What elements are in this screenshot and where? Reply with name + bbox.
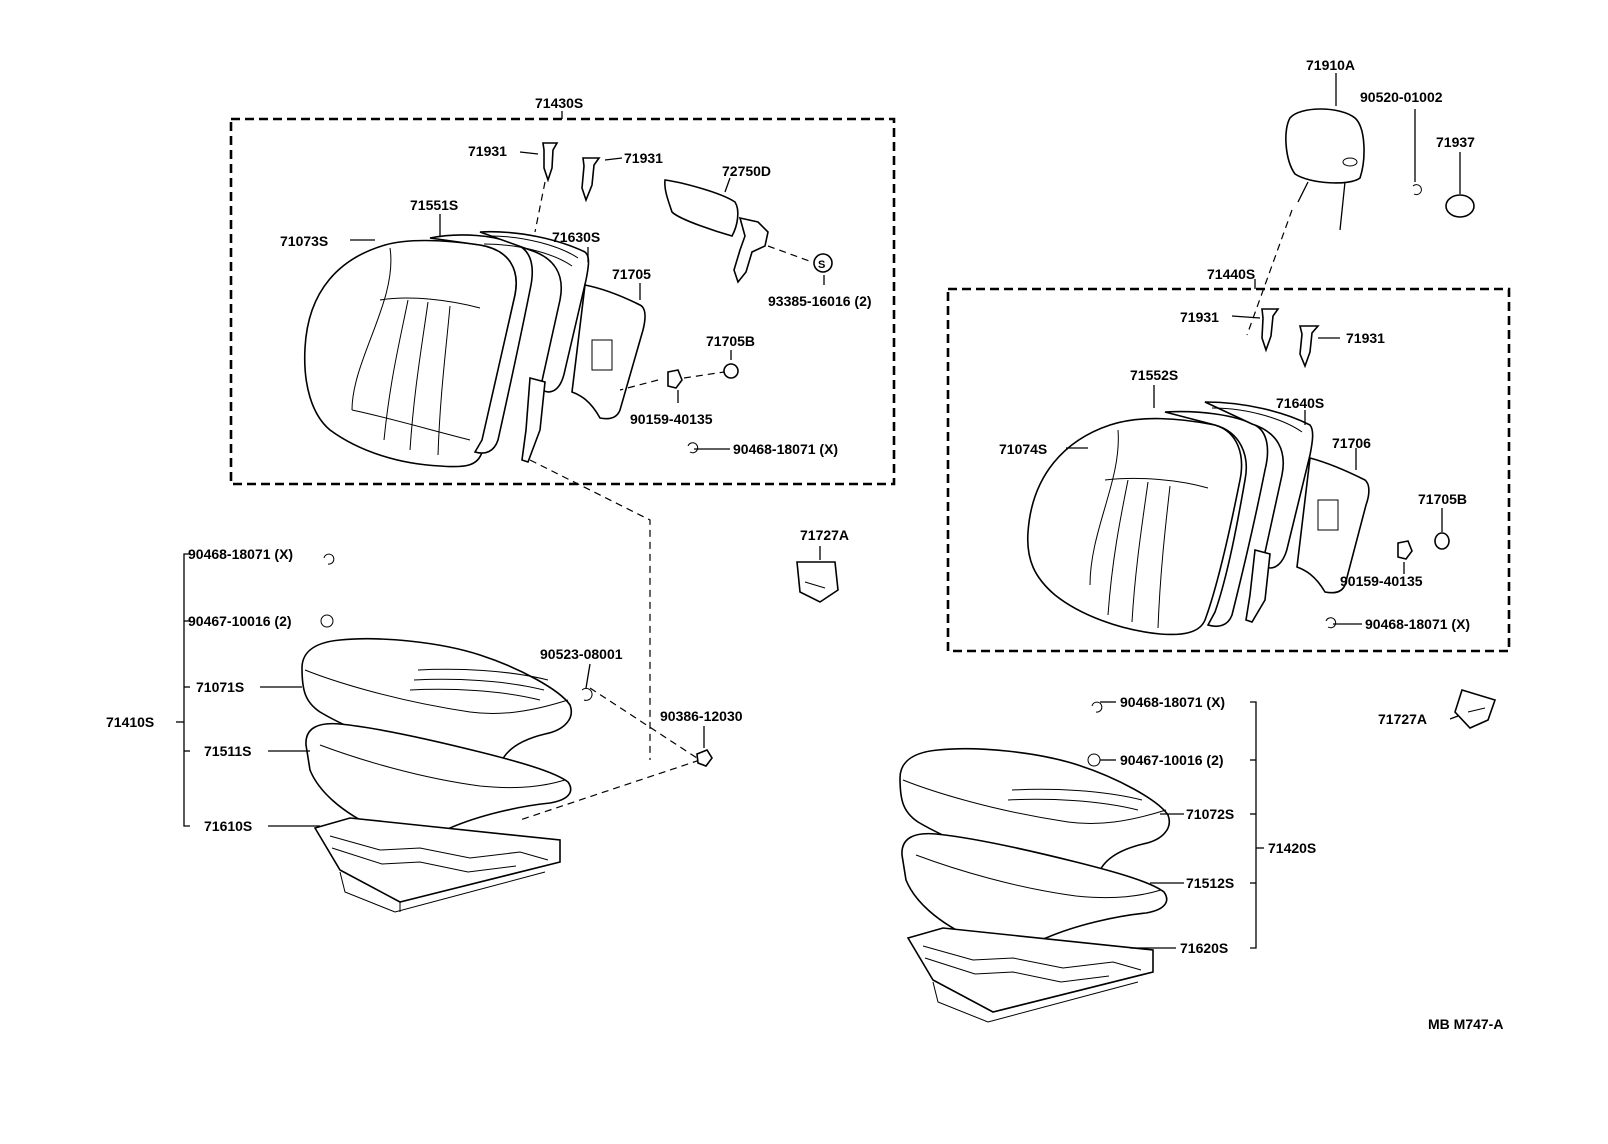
label-90523-08001: 90523-08001 xyxy=(540,646,623,662)
label-90386-12030: 90386-12030 xyxy=(660,708,743,724)
label-71931-front-left: 71931 xyxy=(468,143,507,159)
label-90159-40135-front: 90159-40135 xyxy=(630,411,713,427)
rear-guide-right xyxy=(1298,325,1320,369)
label-71552S: 71552S xyxy=(1130,367,1178,383)
label-71420S: 71420S xyxy=(1268,840,1316,856)
label-71640S: 71640S xyxy=(1276,395,1324,411)
label-90520-01002: 90520-01002 xyxy=(1360,89,1443,105)
headrest-clip xyxy=(1412,109,1422,196)
label-90468-18071-right-cushion: 90468-18071 (X) xyxy=(1120,694,1225,710)
rear-seatback-board xyxy=(1296,456,1370,594)
label-71931-rear-right: 71931 xyxy=(1346,330,1385,346)
label-71931-front-right: 71931 xyxy=(624,150,663,166)
recliner-assembly xyxy=(664,179,769,284)
rear-clip-and-screw xyxy=(1325,532,1450,629)
s-mark: S xyxy=(813,253,833,273)
rear-seatback-frame xyxy=(1204,401,1314,623)
label-71706: 71706 xyxy=(1332,435,1371,451)
label-71931-rear-left: 71931 xyxy=(1180,309,1219,325)
label-71512S: 71512S xyxy=(1186,875,1234,891)
right-cushion-frame xyxy=(906,927,1154,1023)
rear-seatback-assembly-box xyxy=(946,287,1511,653)
front-seatback-frame xyxy=(479,230,590,464)
diagram-code: MB M747-A xyxy=(1428,1016,1503,1032)
headrest xyxy=(1285,108,1365,231)
label-90468-18071-left-cushion: 90468-18071 (X) xyxy=(188,546,293,562)
label-71620S: 71620S xyxy=(1180,940,1228,956)
label-71910A: 71910A xyxy=(1306,57,1355,73)
label-71511S: 71511S xyxy=(204,743,252,759)
left-cushion-clips xyxy=(320,553,335,628)
right-cushion-clips xyxy=(1087,701,1103,767)
label-71937: 71937 xyxy=(1436,134,1475,150)
label-71551S: 71551S xyxy=(410,197,458,213)
label-71705: 71705 xyxy=(612,266,651,282)
headrest-cap xyxy=(1445,194,1475,218)
label-71705B-rear: 71705B xyxy=(1418,491,1467,507)
front-seatback-assembly-box xyxy=(229,117,896,486)
front-seatback-board xyxy=(571,284,646,420)
cover-cap-left xyxy=(796,561,839,603)
label-90159-40135-rear: 90159-40135 xyxy=(1340,573,1423,589)
front-clip-and-screw xyxy=(667,363,739,454)
label-71610S: 71610S xyxy=(204,818,252,834)
label-72750D: 72750D xyxy=(722,163,771,179)
label-71440S: 71440S xyxy=(1207,266,1255,282)
label-71727A-left: 71727A xyxy=(800,527,849,543)
rear-guide-left xyxy=(1261,308,1280,353)
s-mark-label: S xyxy=(818,259,825,271)
left-cushion-bolt xyxy=(696,749,713,767)
label-71430S: 71430S xyxy=(535,95,583,111)
label-71410S: 71410S xyxy=(106,714,154,730)
label-90468-18071-rear: 90468-18071 (X) xyxy=(1365,616,1470,632)
label-93385-16016: 93385-16016 (2) xyxy=(768,293,872,309)
label-90467-10016-right-cushion: 90467-10016 (2) xyxy=(1120,752,1224,768)
label-90467-10016-left-cushion: 90467-10016 (2) xyxy=(188,613,292,629)
cover-cap-right xyxy=(1454,689,1497,729)
label-71074S: 71074S xyxy=(999,441,1047,457)
label-90468-18071-front: 90468-18071 (X) xyxy=(733,441,838,457)
label-71073S: 71073S xyxy=(280,233,328,249)
label-71705B-front: 71705B xyxy=(706,333,755,349)
front-guide-right xyxy=(581,157,601,203)
label-71630S: 71630S xyxy=(552,229,600,245)
left-cushion-washer xyxy=(581,687,593,701)
front-guide-left xyxy=(542,142,559,183)
rear-seatback-cover xyxy=(1026,417,1243,636)
label-71727A-right: 71727A xyxy=(1378,711,1427,727)
label-71072S: 71072S xyxy=(1186,806,1234,822)
label-71071S: 71071S xyxy=(196,679,244,695)
left-cushion-frame xyxy=(313,817,561,913)
